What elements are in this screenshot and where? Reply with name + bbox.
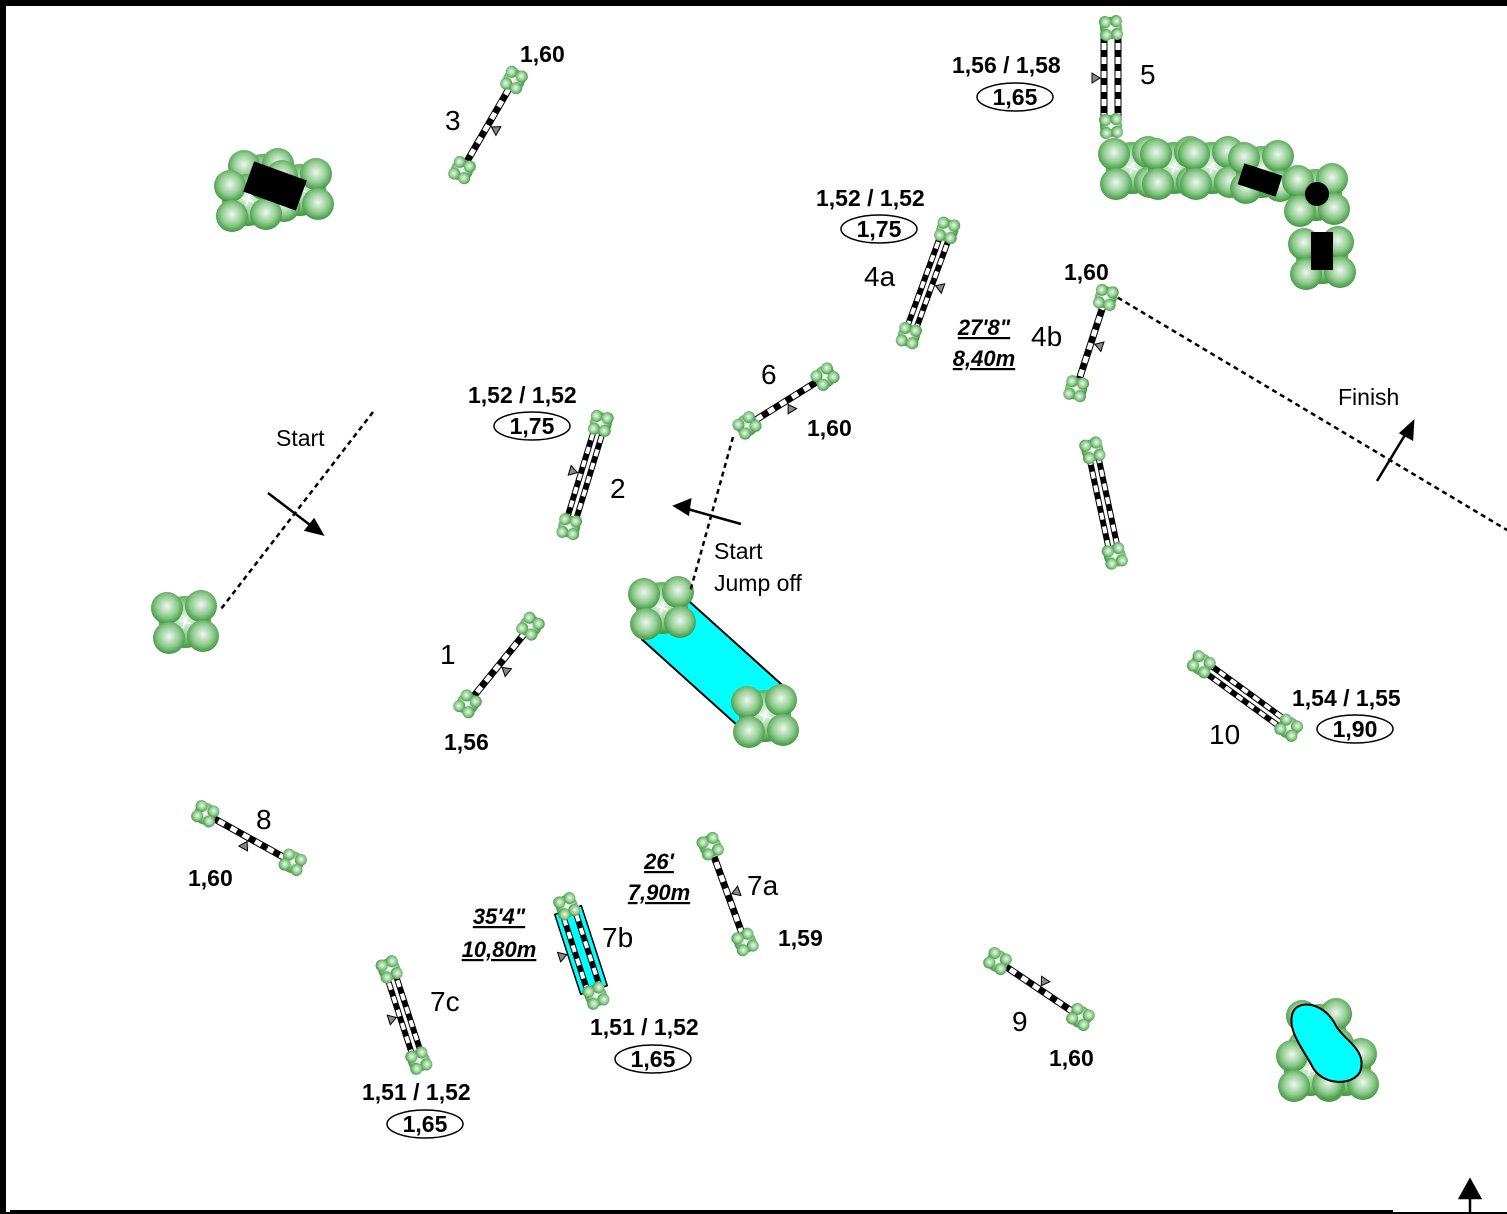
jump-width-2-badge: 1,75 [493,411,571,441]
jump-height-6: 1,60 [807,415,852,441]
jump-number-4a: 4a [864,261,896,292]
distance-4-feet: 27'8" [957,315,1011,340]
jump-height-9: 1,60 [1049,1045,1094,1071]
jump-number-8: 8 [256,804,272,835]
jump-number-7a: 7a [747,870,779,901]
start-label: Start [276,425,325,451]
finish-direction-arrow-icon [1375,418,1415,482]
distance-4-meters: 8,40m [953,346,1015,371]
jump-height-4a: 1,52 / 1,52 [816,185,925,211]
jump-number-3: 3 [445,105,461,136]
jump-height-3: 1,60 [520,41,565,67]
distance-7ab-meters: 7,90m [628,880,690,905]
jump-height-7c: 1,51 / 1,52 [362,1079,471,1105]
water-jump-large [627,575,800,749]
jumpoff-label: Jump off [714,570,802,596]
jump-height-1: 1,56 [444,729,489,755]
jump-height-10: 1,54 / 1,55 [1292,685,1401,711]
jump-width-4a-badge: 1,75 [840,214,918,244]
start-direction-arrow-icon [267,492,325,536]
hedge-obstacle-topright [1097,135,1357,291]
jump-number-1: 1 [440,639,456,670]
fence-1 [449,607,549,723]
fence-7c [373,952,435,1078]
jump-width-5-badge: 1,65 [976,82,1054,112]
start-line [220,411,374,610]
jump-width-10-badge: 1,90 [1316,714,1394,744]
fence-unnumbered [1077,434,1130,572]
jump-width-5: 1,65 [993,84,1038,110]
fence-7a [693,829,762,959]
jump-height-2: 1,52 / 1,52 [468,382,577,408]
jump-number-4b: 4b [1031,321,1062,352]
hedge-obstacle-topleft [213,147,335,233]
jump-width-7b-badge: 1,65 [614,1044,692,1074]
jump-number-5: 5 [1140,59,1156,90]
jump-height-7b: 1,51 / 1,52 [590,1014,699,1040]
fence-6 [729,359,843,443]
fence-4b [1060,280,1122,406]
jumpoff-start-label: Start [714,538,763,564]
jump-number-7b: 7b [602,922,633,953]
fence-9 [979,943,1099,1035]
water-pond-icon [1275,997,1380,1103]
jump-width-2: 1,75 [510,413,555,439]
jump-height-7a: 1,59 [778,925,823,951]
jump-number-10: 10 [1209,719,1240,750]
fence-10 [1183,646,1307,746]
distance-7bc-meters: 10,80m [462,937,537,962]
jump-width-10: 1,90 [1333,716,1378,742]
jump-width-4a: 1,75 [857,216,902,242]
jump-number-2: 2 [610,473,626,504]
north-arrow-icon [1457,1177,1483,1214]
fence-3 [444,62,532,188]
jump-height-4b: 1,60 [1064,259,1109,285]
fence-4a [892,213,964,353]
jump-height-5: 1,56 / 1,58 [952,52,1061,78]
tree-group-start [150,589,220,655]
finish-line [1109,291,1507,532]
distance-7ab-feet: 26' [643,849,674,874]
fence-8 [187,796,311,880]
direction-arrows [267,418,1483,1214]
fence-7b [550,889,612,1013]
jumpoff-direction-arrow-icon [672,498,742,526]
jump-number-7c: 7c [430,986,460,1017]
distance-7bc-feet: 35'4" [473,904,526,929]
jump-width-7c: 1,65 [403,1111,448,1137]
jump-number-9: 9 [1012,1006,1028,1037]
jump-number-6: 6 [761,359,777,390]
jump-height-8: 1,60 [188,865,233,891]
finish-label: Finish [1338,384,1399,410]
fence-5 [1091,14,1124,140]
jump-width-7c-badge: 1,65 [386,1109,464,1139]
jump-width-7b: 1,65 [631,1046,676,1072]
course-lines [220,291,1507,610]
fence-2 [553,406,617,544]
